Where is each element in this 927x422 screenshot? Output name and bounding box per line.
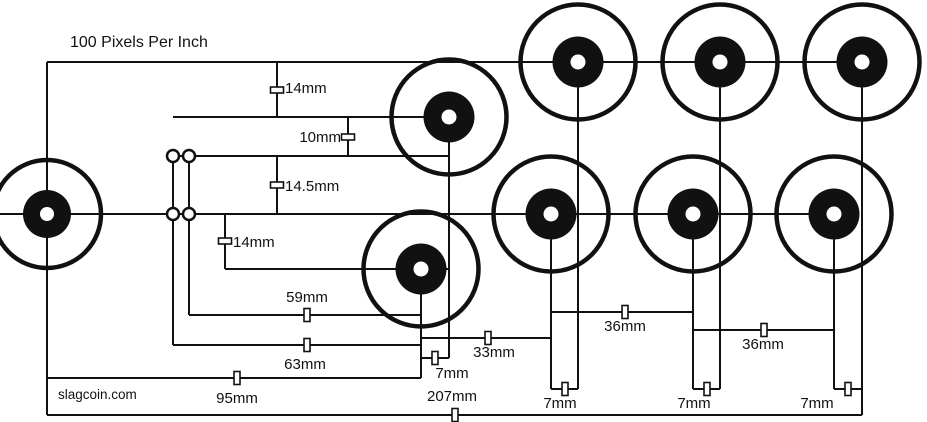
dimension-tick xyxy=(340,133,356,141)
dimension-label: 7mm xyxy=(435,365,468,382)
dimension-tick xyxy=(217,237,233,245)
reference-marker xyxy=(165,148,181,164)
button-4-hole xyxy=(712,54,728,70)
button-1-rim xyxy=(389,57,509,177)
dimension-label: 36mm xyxy=(742,336,784,353)
dimension-tick xyxy=(303,337,311,353)
dimension-label: 14mm xyxy=(285,80,327,97)
watermark: slagcoin.com xyxy=(58,387,137,402)
dimension-tick xyxy=(484,330,492,346)
button-8-hole xyxy=(826,206,842,222)
dimension-label: 7mm xyxy=(800,395,833,412)
reference-marker xyxy=(181,148,197,164)
button-2-rim xyxy=(361,209,481,329)
button-3-hole xyxy=(570,54,586,70)
dimension-label: 207mm xyxy=(427,388,477,405)
button-4-rim xyxy=(660,2,780,122)
button-8-rim xyxy=(774,154,894,274)
button-5-rim xyxy=(802,2,922,122)
dimension-label: 59mm xyxy=(286,289,328,306)
button-7-rim xyxy=(633,154,753,274)
joystick-hole xyxy=(40,207,54,221)
dimension-label: 14.5mm xyxy=(285,178,339,195)
button-7-hole xyxy=(685,206,701,222)
dimension-tick xyxy=(431,350,439,366)
dimension-tick xyxy=(269,86,285,94)
dimension-label: 7mm xyxy=(543,395,576,412)
button-6-hole xyxy=(543,206,559,222)
dimension-label: 33mm xyxy=(473,344,515,361)
button-3-rim xyxy=(518,2,638,122)
dimension-label: 7mm xyxy=(677,395,710,412)
joystick-rim xyxy=(0,157,104,271)
page-title: 100 Pixels Per Inch xyxy=(70,34,208,51)
button-5-hole xyxy=(854,54,870,70)
dimension-tick xyxy=(844,381,852,397)
dimension-label: 10mm xyxy=(299,129,341,146)
dimension-tick xyxy=(269,181,285,189)
dimension-tick xyxy=(233,370,241,386)
dimension-label: 63mm xyxy=(284,356,326,373)
dimension-tick xyxy=(303,307,311,323)
dimension-tick xyxy=(451,407,459,422)
button-6-rim xyxy=(491,154,611,274)
reference-marker xyxy=(165,206,181,222)
button-1-hole xyxy=(441,109,457,125)
dimension-tick xyxy=(703,381,711,397)
dimension-tick xyxy=(621,304,629,320)
reference-marker xyxy=(181,206,197,222)
dimension-tick xyxy=(760,322,768,338)
dimension-label: 95mm xyxy=(216,390,258,407)
dimension-tick xyxy=(561,381,569,397)
dimension-label: 14mm xyxy=(233,234,275,251)
button-2-hole xyxy=(413,261,429,277)
dimension-label: 36mm xyxy=(604,318,646,335)
